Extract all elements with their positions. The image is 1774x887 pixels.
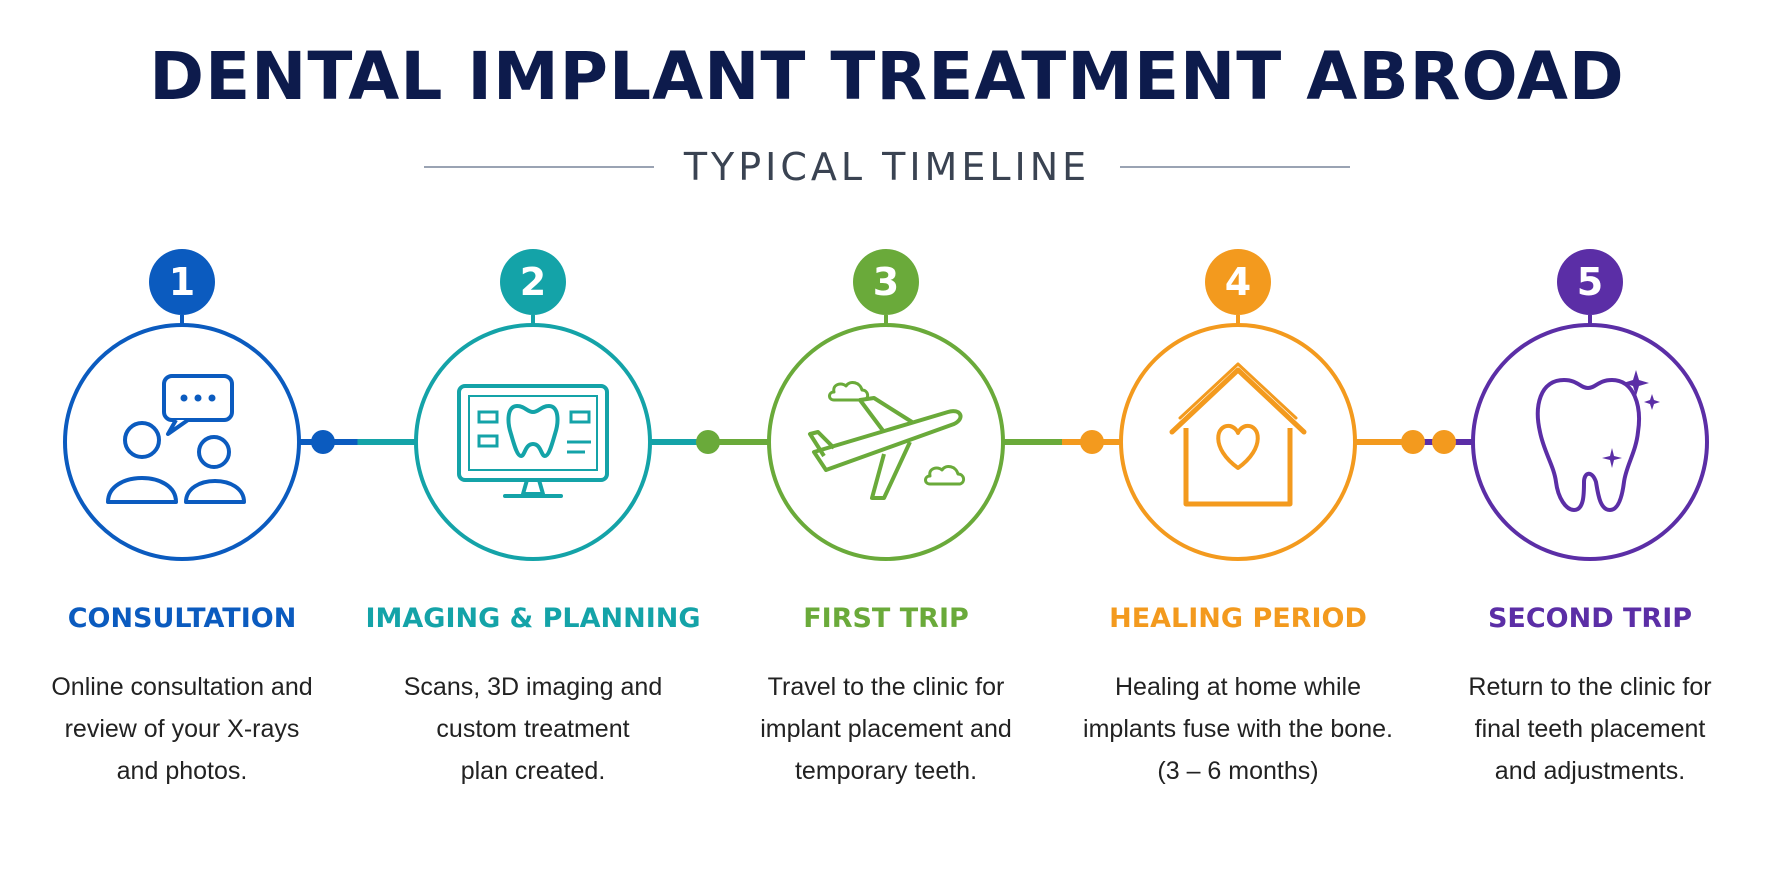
timeline-connectors	[299, 430, 1473, 454]
step-2: 2	[414, 249, 652, 561]
connector-dot	[1432, 430, 1456, 454]
infographic-subtitle: TYPICAL TIMELINE	[683, 145, 1091, 189]
step-1: 1	[63, 249, 301, 561]
connector-dot	[311, 430, 335, 454]
step-circle	[767, 323, 1005, 561]
step-number-badge	[500, 249, 566, 315]
step-number-badge	[149, 249, 215, 315]
step-description: Return to the clinic for final teeth pla…	[1468, 673, 1712, 785]
step-number: 4	[1225, 260, 1251, 304]
step-number: 5	[1577, 260, 1603, 304]
step-number: 2	[520, 260, 546, 304]
sparkling-tooth-icon	[1535, 370, 1660, 512]
step-number-badge	[1205, 249, 1271, 315]
consultation-chat-icon	[106, 374, 246, 504]
connector-dot	[1401, 430, 1425, 454]
step-circle	[63, 323, 301, 561]
step-5: 5	[1471, 249, 1709, 561]
step-description: Healing at home while implants fuse with…	[1083, 673, 1393, 785]
infographic-title: DENTAL IMPLANT TREATMENT ABROAD	[149, 38, 1625, 115]
subtitle-divider-right	[1120, 166, 1351, 168]
connector-dot	[1080, 430, 1104, 454]
subtitle-row: TYPICAL TIMELINE	[0, 142, 1774, 192]
step-title: CONSULTATION	[67, 603, 297, 634]
step-description: Scans, 3D imaging and custom treatment p…	[403, 673, 663, 785]
step-number: 3	[873, 260, 899, 304]
step-title: HEALING PERIOD	[1109, 603, 1367, 634]
step-number-badge	[853, 249, 919, 315]
connector-dot	[696, 430, 720, 454]
subtitle-divider-left	[423, 166, 654, 168]
step-title: FIRST TRIP	[803, 603, 969, 634]
step-4: 4	[1119, 249, 1357, 561]
monitor-tooth-scan-icon	[457, 384, 609, 498]
step-title: IMAGING & PLANNING	[365, 603, 701, 634]
step-circle	[1471, 323, 1709, 561]
step-title: SECOND TRIP	[1487, 603, 1693, 634]
step-number: 1	[169, 260, 195, 304]
step-circle	[1119, 323, 1357, 561]
step-number-badge	[1557, 249, 1623, 315]
airplane-icon	[808, 381, 966, 500]
step-description: Travel to the clinic for implant placeme…	[760, 673, 1012, 785]
step-3: 3	[767, 249, 1005, 561]
step-description: Online consultation and review of your X…	[51, 673, 313, 785]
home-heart-icon	[1169, 362, 1307, 507]
timeline-steps: 1 2 3 4 5	[63, 249, 1709, 561]
